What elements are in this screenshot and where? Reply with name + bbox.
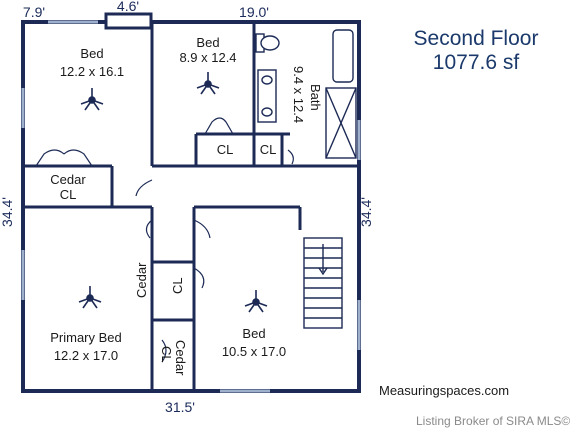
room-cl1-name: CL <box>217 142 234 157</box>
bath-fixtures <box>255 29 357 159</box>
stairs <box>303 237 343 329</box>
dim-bottom: 31.5' <box>165 399 195 415</box>
room-bed3-name: Bed <box>242 326 265 341</box>
ceiling-fans <box>78 72 268 313</box>
room-cedar1-sub: CL <box>60 187 77 202</box>
plan-area: 1077.6 sf <box>432 51 520 74</box>
room-cedar2-name: Cedar <box>134 262 149 298</box>
credit-broker: Listing Broker of SIRA MLS© <box>416 414 571 428</box>
skylight-box <box>104 12 153 30</box>
dim-right: 34.4' <box>358 197 374 227</box>
room-bath-size: 9.4 x 12.4 <box>291 66 306 123</box>
room-bed1-name: Bed <box>80 46 103 61</box>
room-bed2-size: 8.9 x 12.4 <box>179 50 236 65</box>
room-bed3-size: 10.5 x 17.0 <box>222 344 286 359</box>
room-bed1-size: 12.2 x 16.1 <box>60 64 124 79</box>
room-cedar1-name: Cedar <box>50 172 86 187</box>
room-cedar2-sub: CL <box>170 277 185 294</box>
plan-title: Second Floor <box>413 27 539 50</box>
room-cedar3-sub: CL <box>159 346 174 363</box>
dim-top-mid: 4.6' <box>117 0 139 14</box>
windows <box>21 20 361 393</box>
dim-left: 34.4' <box>0 197 15 227</box>
credit-measuring: Measuringspaces.com <box>379 383 510 398</box>
room-primary-size: 12.2 x 17.0 <box>54 348 118 363</box>
room-primary-name: Primary Bed <box>50 330 122 345</box>
room-cedar3-name: Cedar <box>173 340 188 376</box>
dim-top-right: 19.0' <box>239 4 269 20</box>
room-cl2-name: CL <box>260 142 277 157</box>
interior-walls <box>23 22 359 391</box>
doors <box>35 117 294 363</box>
room-bath-name: Bath <box>308 84 323 111</box>
dim-top-left: 7.9' <box>23 4 45 20</box>
room-bed2-name: Bed <box>196 35 219 50</box>
